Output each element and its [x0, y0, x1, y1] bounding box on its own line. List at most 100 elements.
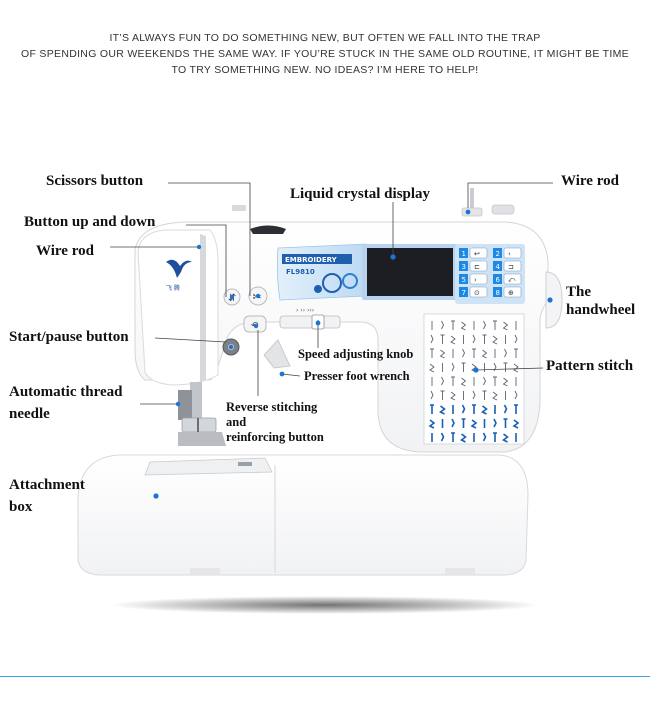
pattern-stitch-glyph	[430, 334, 434, 344]
dot-up-down	[229, 294, 235, 300]
keypad-number-label: 3	[462, 263, 466, 271]
keypad: 1↩2‹3⊏4⊐5›6⤺7⊙8⊕	[459, 247, 522, 298]
pattern-stitch-glyph	[514, 348, 518, 358]
pattern-stitch-glyph	[493, 432, 497, 442]
threader-lever	[178, 390, 192, 420]
deco-circle-1	[322, 273, 342, 293]
pattern-stitch-glyph	[470, 419, 478, 429]
pattern-stitch-glyph	[481, 349, 488, 359]
keypad-number-3	[459, 261, 468, 271]
pattern-stitch-glyph	[482, 432, 487, 442]
pattern-stitch-glyph	[439, 349, 446, 359]
label-scissors-button: Scissors button	[46, 173, 144, 189]
pattern-stitch-glyph	[503, 362, 508, 372]
pattern-stitch-glyph	[472, 348, 476, 358]
label-auto-thread: Automatic thread needle	[9, 383, 122, 423]
pattern-stitch-glyph	[472, 334, 476, 344]
pattern-stitch-glyph	[450, 335, 456, 345]
dot-wire-rod-right	[465, 209, 471, 215]
keypad-key	[469, 247, 488, 259]
dot-pattern	[473, 367, 479, 373]
pattern-stitch-glyph	[450, 391, 456, 401]
pattern-stitch-glyph	[482, 334, 487, 344]
dot-handwheel	[547, 297, 553, 303]
label-reverse-stitching: Reverse stitching and reinforcing button	[226, 400, 324, 445]
label-lcd: Liquid crystal display	[290, 186, 431, 202]
dot-speed	[315, 320, 321, 326]
pattern-stitch-glyph	[430, 404, 434, 414]
pattern-stitch-glyph	[459, 433, 467, 443]
label-attachment-line-1: Attachment	[9, 477, 85, 493]
label-start-pause: Start/pause button	[9, 329, 129, 345]
lcd-screen	[367, 248, 453, 296]
brand-name: EMBROIDERY	[285, 256, 338, 264]
pattern-stitch-glyph	[482, 390, 487, 400]
keypad-key	[503, 273, 522, 285]
leader-pattern	[475, 367, 544, 371]
label-attachment-box: Attachment box	[9, 476, 85, 516]
needle-bar	[190, 382, 202, 418]
pattern-stitch-glyph	[514, 390, 518, 400]
intro-line-3: TO TRY SOMETHING NEW. NO IDEAS? I’M HERE…	[171, 64, 479, 76]
dot-auto-thread	[175, 401, 181, 407]
label-handwheel: The handwheel	[566, 283, 635, 319]
deco-circle-2	[342, 273, 358, 289]
pattern-stitch-glyph	[441, 376, 445, 386]
pattern-stitch-glyph	[472, 404, 476, 414]
pattern-stitch-glyph	[461, 362, 466, 372]
keypad-number-label: 4	[496, 263, 501, 271]
brand-logo-icon	[166, 259, 192, 278]
pattern-stitch-glyph	[428, 419, 436, 429]
handwheel	[545, 271, 563, 329]
keypad-key	[469, 286, 488, 298]
keypad-number-6	[493, 274, 502, 284]
dot-presser	[279, 371, 285, 377]
pattern-stitch-glyph	[430, 390, 434, 400]
keypad-key	[469, 273, 488, 285]
pattern-stitch-glyph	[438, 405, 446, 415]
marker-dots	[153, 209, 553, 499]
spool-cap	[461, 207, 483, 217]
label-presser-foot: Presser foot wrench	[304, 369, 410, 383]
keypad-number-label: 1	[462, 250, 466, 258]
pattern-stitch-glyph	[483, 376, 487, 386]
keypad-key-icon: ⊙	[474, 289, 480, 297]
pattern-stitch-glyph	[501, 433, 509, 443]
keypad-number-1	[459, 248, 468, 258]
pattern-stitch-glyph	[502, 321, 509, 331]
spool-pin	[470, 188, 474, 214]
pattern-stitch-glyph	[460, 377, 467, 387]
plate-marking	[238, 462, 252, 466]
keypad-number-label: 7	[462, 289, 466, 297]
pattern-stitch-glyph	[502, 377, 509, 387]
pattern-stitch-glyph	[440, 390, 445, 400]
label-auto-thread-line-2: needle	[9, 406, 50, 422]
pattern-stitch-glyph	[430, 348, 434, 358]
pattern-stitch-glyph	[503, 404, 508, 414]
leader-lines	[110, 182, 553, 405]
intro-text: IT’S ALWAYS FUN TO DO SOMETHING NEW, BUT…	[0, 30, 650, 78]
label-wire-rod-right: Wire rod	[561, 173, 619, 189]
label-auto-thread-line-1: Automatic thread	[9, 384, 123, 400]
pattern-stitch-glyph	[514, 404, 518, 414]
label-wire-rod-left: Wire rod	[36, 243, 94, 259]
pattern-stitch-glyph	[492, 335, 498, 345]
dot-start-pause	[228, 344, 234, 350]
label-reverse-line-2: and	[226, 415, 247, 429]
reverse-button	[243, 315, 267, 333]
keypad-key-icon: ⤺	[508, 276, 516, 284]
deco-circle-3	[314, 285, 322, 293]
label-handwheel-line-2: handwheel	[566, 302, 636, 318]
intro-line-2: OF SPENDING OUR WEEKENDS THE SAME WAY. I…	[21, 48, 629, 60]
leader-wire-rod-right	[467, 182, 553, 208]
pattern-stitch-glyph	[504, 348, 508, 358]
keypad-key-icon: ‹	[508, 250, 511, 258]
dot-lcd	[390, 254, 396, 260]
pattern-stitch-glyph	[461, 404, 466, 414]
keypad-key-icon: ⊐	[508, 263, 514, 271]
keypad-number-5	[459, 274, 468, 284]
leader-scissors	[168, 182, 251, 296]
keypad-key-icon: ›	[474, 276, 477, 284]
leader-start-pause	[154, 337, 227, 343]
